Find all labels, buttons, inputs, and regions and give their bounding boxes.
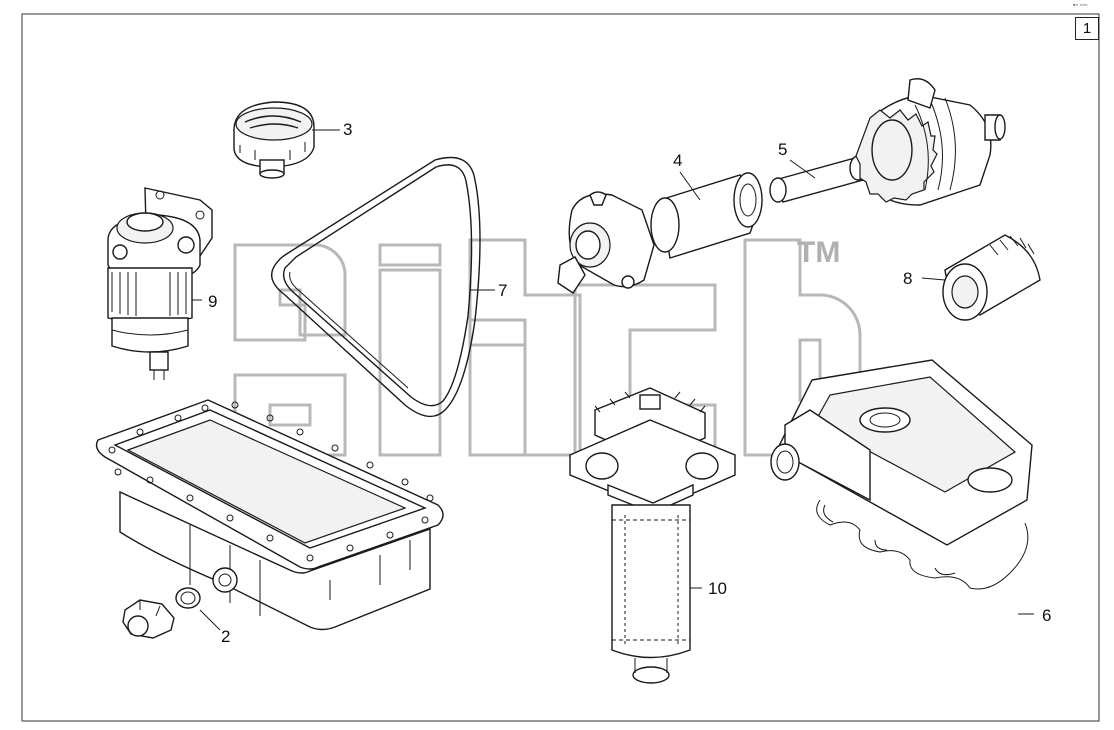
oil-pan-icon: [95, 399, 444, 631]
drive-belt-icon: [271, 156, 481, 418]
callout-9: 9: [208, 292, 218, 311]
callout-5: 5: [778, 140, 788, 159]
callout-3: 3: [343, 120, 353, 139]
page-number: 1: [1075, 17, 1099, 40]
corner-mark: ▪▫ ▫▫▫: [1073, 2, 1088, 9]
trademark-mark: TM: [797, 236, 841, 269]
callout-8: 8: [903, 269, 913, 288]
air-filter-element-icon: [650, 172, 763, 259]
callout-2: 2: [221, 627, 231, 646]
drain-plug-icon: [122, 587, 201, 639]
filler-cap-icon: [233, 101, 315, 179]
callout-10: 10: [708, 579, 727, 598]
leader-lines: [192, 129, 1034, 631]
watermark-logo: [233, 238, 862, 457]
hydraulic-filter-icon: [569, 387, 736, 684]
air-cleaner-housing-icon: [557, 191, 655, 294]
fuel-filter-icon: [107, 187, 213, 380]
callout-4: 4: [673, 151, 683, 170]
oil-filter-icon: [942, 234, 1041, 321]
safety-element-icon: [769, 155, 867, 203]
valve-cover-icon: [770, 359, 1033, 590]
drawing-frame: [21, 13, 1100, 722]
callout-6: 6: [1042, 606, 1052, 625]
callout-7: 7: [498, 281, 508, 300]
air-cleaner-cover-icon: [855, 78, 1006, 206]
